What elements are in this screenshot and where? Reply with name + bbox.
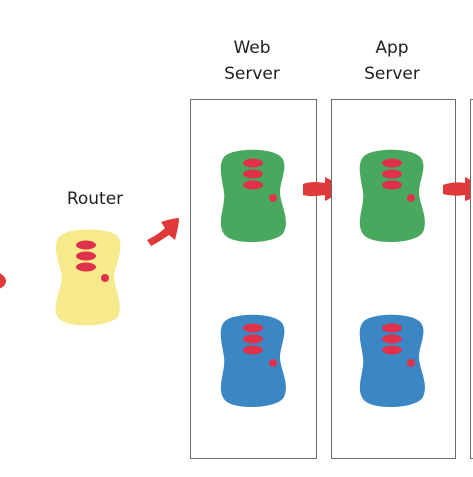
web-server-label: Web Server — [224, 38, 280, 84]
router-dot-small — [101, 274, 109, 282]
app-blue-dot-3 — [382, 345, 402, 355]
router-node — [55, 229, 121, 326]
web-green-dot-2 — [243, 169, 263, 179]
app-green-dot-2 — [382, 169, 402, 179]
app-green-dot-small — [407, 194, 415, 202]
web-blue-node — [220, 314, 286, 408]
router-dot-1 — [76, 240, 96, 250]
incoming-arrow — [0, 273, 6, 289]
app-green-dot-1 — [382, 158, 402, 168]
app-blue-dot-2 — [382, 334, 402, 344]
app-green-node — [359, 149, 425, 243]
web-green-dot-1 — [243, 158, 263, 168]
router-dot-2 — [76, 251, 96, 261]
app-blue-node — [359, 314, 425, 408]
web-blue-dot-small — [269, 359, 277, 367]
web-green-dot-small — [269, 194, 277, 202]
arrow-app-to-next — [443, 177, 473, 201]
web-blue-dot-3 — [243, 345, 263, 355]
router-dot-3 — [76, 262, 96, 272]
app-blue-dot-small — [407, 359, 415, 367]
arrow-router-to-web — [147, 218, 179, 246]
router-label: Router — [66, 189, 124, 209]
web-blue-dot-2 — [243, 334, 263, 344]
next-tier-panel — [470, 99, 473, 459]
app-server-label: App Server — [364, 38, 420, 84]
app-blue-dot-1 — [382, 323, 402, 333]
app-green-dot-3 — [382, 180, 402, 190]
router-body — [55, 229, 121, 326]
web-green-dot-3 — [243, 180, 263, 190]
web-blue-dot-1 — [243, 323, 263, 333]
web-green-node — [220, 149, 286, 243]
